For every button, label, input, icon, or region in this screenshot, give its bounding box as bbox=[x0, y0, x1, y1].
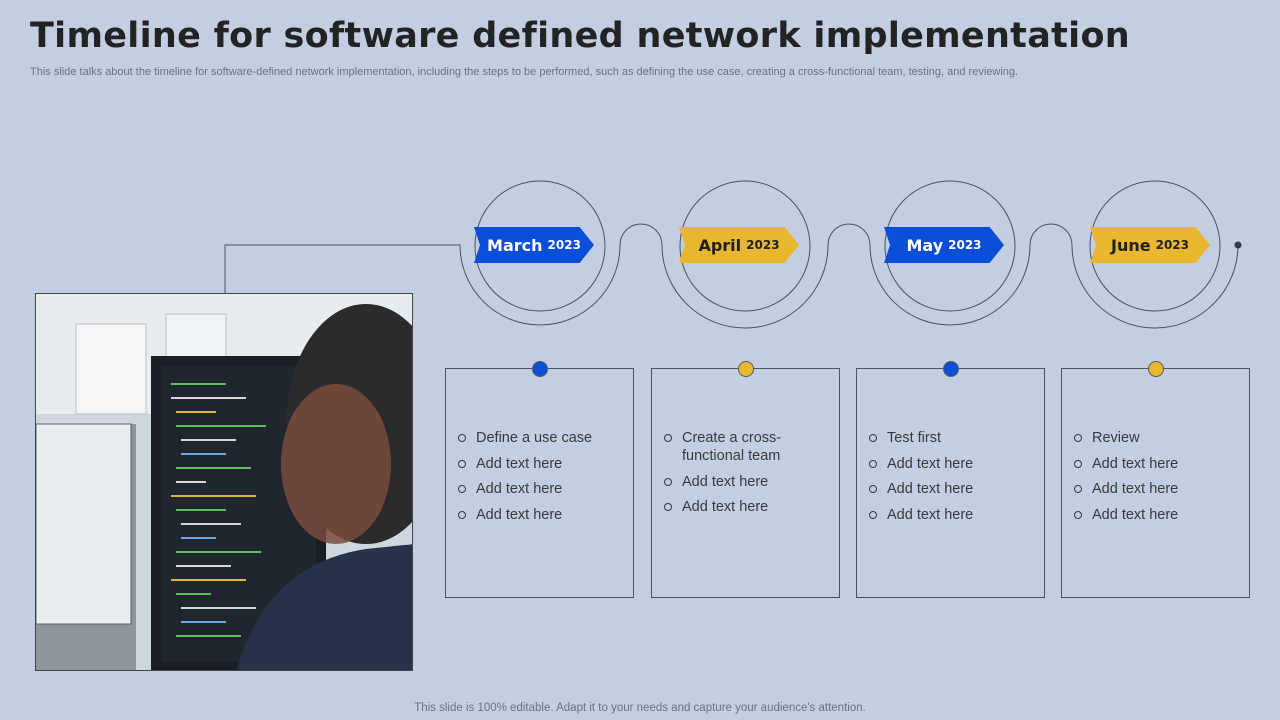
bullet-icon bbox=[1074, 510, 1082, 519]
bullet-icon bbox=[869, 434, 877, 442]
list-item: Add text here bbox=[458, 506, 623, 524]
list-item: Add text here bbox=[664, 473, 829, 491]
milestone-month: March bbox=[487, 235, 543, 255]
milestone-banner-march: March 2023 bbox=[474, 227, 594, 263]
list-item: Review bbox=[1074, 429, 1239, 447]
bullet-icon bbox=[458, 485, 466, 493]
milestone-banner-june: June 2023 bbox=[1090, 227, 1210, 263]
milestone-month: April bbox=[698, 235, 742, 255]
bullet-icon bbox=[869, 510, 877, 519]
bullet-icon bbox=[458, 510, 466, 519]
milestone-year: 2023 bbox=[746, 238, 780, 252]
milestone-card-april: Create a cross-functional team Add text … bbox=[651, 361, 840, 598]
bullet-icon bbox=[664, 503, 672, 511]
card-list: Test first Add text here Add text here A… bbox=[857, 369, 1044, 524]
slide-footer: This slide is 100% editable. Adapt it to… bbox=[414, 702, 866, 714]
card-list: Create a cross-functional team Add text … bbox=[652, 369, 839, 516]
list-item: Test first bbox=[869, 429, 1034, 447]
list-item: Add text here bbox=[1074, 480, 1239, 498]
list-item: Add text here bbox=[869, 506, 1034, 524]
list-item: Add text here bbox=[664, 498, 829, 516]
bullet-icon bbox=[458, 459, 466, 468]
slide-title: Timeline for software defined network im… bbox=[30, 16, 1131, 56]
list-item: Add text here bbox=[458, 455, 623, 473]
card-marker-dot bbox=[942, 361, 959, 377]
milestone-card-may: Test first Add text here Add text here A… bbox=[856, 361, 1045, 598]
slide-subtitle: This slide talks about the timeline for … bbox=[30, 66, 1019, 78]
timeline-end-dot bbox=[1234, 241, 1242, 249]
list-item: Define a use case bbox=[458, 429, 623, 447]
bullet-icon bbox=[664, 434, 672, 442]
card-list: Define a use case Add text here Add text… bbox=[446, 369, 633, 524]
milestone-month: May bbox=[906, 235, 944, 255]
milestone-month: June bbox=[1111, 235, 1151, 255]
list-item: Add text here bbox=[1074, 506, 1239, 524]
bullet-icon bbox=[1074, 434, 1082, 442]
card-marker-dot bbox=[531, 361, 548, 377]
developer-at-computer-photo bbox=[35, 293, 413, 671]
milestone-year: 2023 bbox=[948, 238, 982, 252]
milestone-card-march: Define a use case Add text here Add text… bbox=[445, 361, 634, 598]
milestone-card-june: Review Add text here Add text here Add t… bbox=[1061, 361, 1250, 598]
milestone-year: 2023 bbox=[547, 238, 581, 252]
list-item: Add text here bbox=[458, 480, 623, 498]
card-list: Review Add text here Add text here Add t… bbox=[1062, 369, 1249, 524]
milestone-banner-may: May 2023 bbox=[884, 227, 1004, 263]
milestone-year: 2023 bbox=[1155, 238, 1189, 252]
bullet-icon bbox=[1074, 485, 1082, 493]
card-marker-dot bbox=[1147, 361, 1164, 377]
bullet-icon bbox=[664, 477, 672, 486]
bullet-icon bbox=[869, 459, 877, 468]
bullet-icon bbox=[869, 485, 877, 493]
milestone-banner-april: April 2023 bbox=[679, 227, 799, 263]
list-item: Add text here bbox=[1074, 455, 1239, 473]
bullet-icon bbox=[458, 434, 466, 442]
list-item: Create a cross-functional team bbox=[664, 429, 829, 465]
list-item: Add text here bbox=[869, 480, 1034, 498]
photo-illustration bbox=[36, 294, 412, 670]
card-marker-dot bbox=[737, 361, 754, 377]
list-item: Add text here bbox=[869, 455, 1034, 473]
bullet-icon bbox=[1074, 459, 1082, 468]
